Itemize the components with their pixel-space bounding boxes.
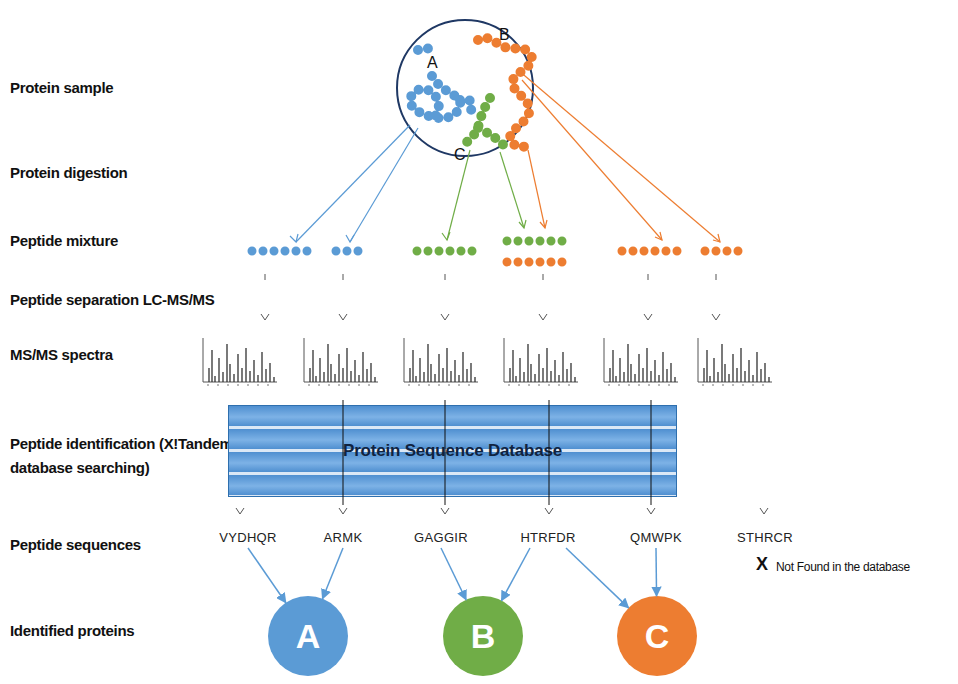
node-text: B — [471, 617, 496, 656]
peptide-sequence: QMWPK — [621, 528, 691, 546]
peptide-sequence: STHRCR — [729, 528, 801, 546]
step-label: Peptide separation LC-MS/MS — [10, 291, 214, 308]
node-text: STHRCR — [737, 530, 793, 545]
node-text: QMWPK — [630, 530, 682, 545]
peptide-sequence: ARMK — [312, 528, 374, 546]
step-label: MS/MS spectra — [10, 346, 113, 363]
node-text: VYDHQR — [219, 530, 276, 545]
node-text: Protein Sequence Database — [343, 441, 562, 461]
node-text: C — [645, 617, 670, 656]
protein-letter: B — [499, 26, 509, 44]
assignment-arrow — [655, 548, 657, 596]
database-band: Protein Sequence Database — [228, 405, 677, 497]
node-text: HTRFDR — [520, 530, 575, 545]
assignment-arrow — [502, 548, 530, 601]
step-label: Peptide sequences — [10, 536, 141, 553]
protein-circle: A — [268, 596, 348, 676]
peptide-sequence: VYDHQR — [212, 528, 284, 546]
step-label: Peptide identification (X!Tandem databas… — [10, 432, 240, 480]
step-label: Protein sample — [10, 79, 113, 96]
assignment-arrow — [248, 548, 286, 603]
protein-circle: B — [443, 596, 523, 676]
step-label: Identified proteins — [10, 622, 134, 639]
protein-circle: C — [617, 596, 697, 676]
peptide-sequence: GAGGIR — [405, 528, 477, 546]
step-label: Peptide mixture — [10, 232, 118, 249]
not-found-mark: X — [756, 554, 768, 575]
node-text: GAGGIR — [414, 530, 468, 545]
step-label: Protein digestion — [10, 164, 127, 181]
node-text: ARMK — [324, 530, 363, 545]
assignment-arrow — [441, 548, 466, 600]
assignment-arrow — [566, 548, 629, 608]
node-text: A — [296, 617, 321, 656]
protein-letter: C — [454, 146, 465, 164]
protein-letter: A — [427, 54, 437, 72]
peptide-sequence: HTRFDR — [512, 528, 584, 546]
note: Not Found in the database — [776, 560, 910, 574]
assignment-arrow — [322, 548, 343, 599]
